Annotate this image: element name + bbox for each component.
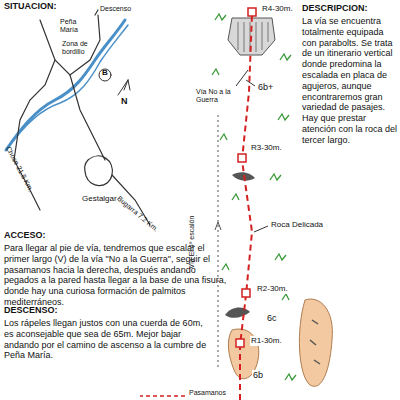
access-text: Para llegar al pie de vía, tendremos que… (4, 243, 232, 308)
warning-label: Roca Delicada (270, 220, 324, 230)
road-label: Bugarra 7.2 Km. (115, 195, 159, 234)
map-label: Descenso (100, 5, 131, 13)
route-label: Vía No a la Guerra (195, 88, 242, 105)
vegetation (212, 14, 296, 380)
north-label: N (121, 96, 128, 107)
belay-stations (236, 8, 256, 347)
grade-label: 6c (266, 313, 278, 324)
location-map (2, 10, 150, 225)
map-label: Peña María (60, 18, 88, 35)
heading: DESCRIPCION: (302, 3, 368, 14)
grade-label: 6b (252, 370, 264, 381)
belay-label: R1-30m. (250, 336, 283, 346)
grade-label: 6b+ (257, 82, 274, 93)
belay-label: R4-30m. (261, 4, 294, 14)
road-label: Chose 21.8 Km. (4, 145, 35, 193)
descent-text: Los rápeles llegan justos con una cuerda… (4, 318, 209, 361)
belay-label: R3-30m. (250, 143, 283, 153)
route-label: Pasamanos (188, 389, 227, 397)
heading: SITUACION: (4, 1, 57, 12)
belay-label: R2-30m. (256, 284, 289, 294)
town-label: Gestalgar (82, 194, 117, 204)
map-label: Zona de bordillo (62, 40, 94, 57)
description-text: La vía se encuentra totalmente equipada … (302, 16, 398, 146)
heading: ACCESO: (4, 230, 46, 241)
heading: DESCENSO: (4, 305, 58, 316)
map-label: B (102, 68, 108, 78)
